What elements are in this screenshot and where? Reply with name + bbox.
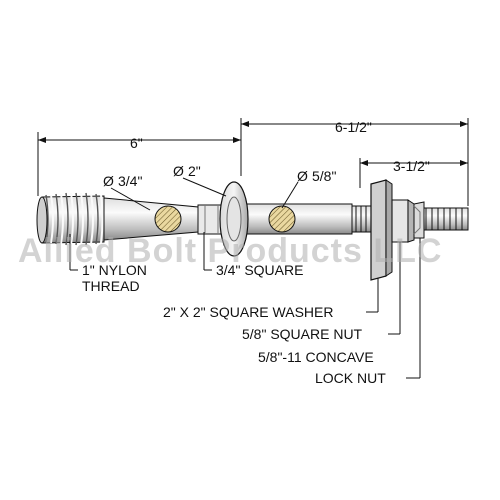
dim-three-quarter: 3/4" [118, 173, 142, 189]
callout-square-nut: 5/8" SQUARE NUT [242, 326, 363, 342]
callout-lock-nut-line2: LOCK NUT [315, 370, 386, 386]
callout-washer: 2" X 2" SQUARE WASHER [163, 304, 333, 320]
lock-nut [413, 201, 425, 239]
watermark-text: Allied Bolt Products LLC [18, 232, 442, 270]
dimension-lines [37, 118, 469, 206]
section-five-eighths [268, 205, 296, 233]
dim-five-eighths: 5/8" [312, 168, 336, 184]
square-nut [391, 199, 415, 243]
callout-nylon-line1: 1" NYLON [82, 262, 147, 278]
diameter-symbol-3: Ø [297, 168, 308, 184]
dim-thread-length: 3-1/2" [393, 158, 430, 174]
dim-two: 2" [188, 163, 201, 179]
diameter-symbol-2: Ø [173, 163, 184, 179]
callout-nylon-line2: THREAD [82, 278, 140, 294]
bolt-head-washer [219, 181, 249, 257]
dim-overall-right: 6-1/2" [335, 119, 372, 135]
callout-lock-nut-line1: 5/8"-11 CONCAVE [258, 349, 374, 365]
diameter-symbol-1: Ø [103, 173, 114, 189]
leader-lines [69, 177, 421, 379]
dim-overall-left: 6" [130, 135, 143, 151]
nylon-thread [36, 192, 105, 246]
section-three-quarter [154, 205, 182, 233]
square-washer [370, 179, 393, 281]
callout-square: 3/4" SQUARE [216, 262, 303, 278]
